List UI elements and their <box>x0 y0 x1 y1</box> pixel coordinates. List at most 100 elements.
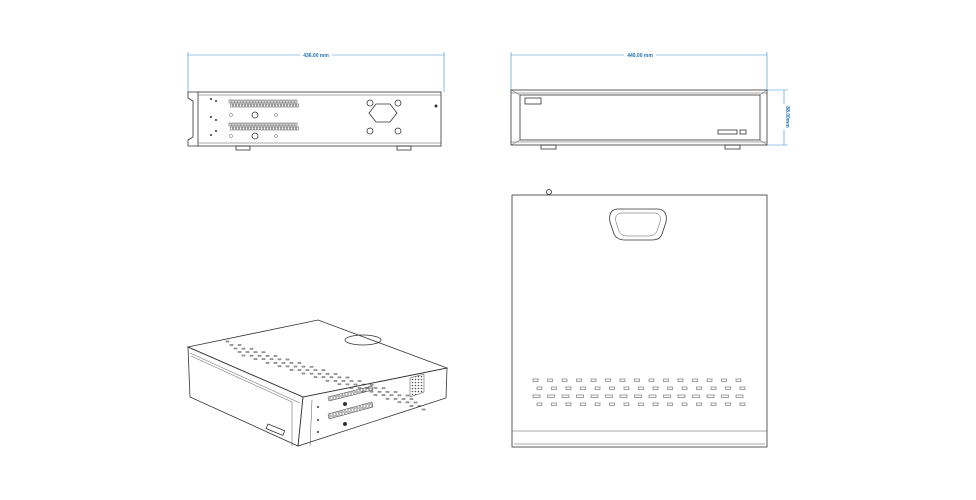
vent-slot <box>333 373 338 375</box>
vent-slot <box>677 394 686 398</box>
vent-slot <box>273 355 278 357</box>
vent-slot <box>255 99 259 104</box>
vent-slot <box>357 380 362 382</box>
vent-slot <box>264 99 268 104</box>
vent-slot <box>409 405 414 407</box>
vent-slot <box>229 344 234 346</box>
vent-slot <box>381 394 386 396</box>
vent-slot <box>590 394 599 398</box>
vent-slot <box>287 103 290 108</box>
vent-slot <box>361 383 366 386</box>
vent-slot <box>638 402 644 406</box>
vent-slot <box>605 394 613 398</box>
vent-slot <box>281 362 286 364</box>
rack-bracket <box>187 91 198 147</box>
vent-slot <box>282 99 286 104</box>
vent-slot <box>249 122 253 127</box>
vent-slot <box>261 99 265 104</box>
vent-slot <box>231 99 235 104</box>
vent-slot <box>291 122 295 127</box>
vent-slot <box>385 397 390 400</box>
vent-slot <box>739 402 746 406</box>
vent-slot <box>251 126 254 131</box>
vent-slot <box>317 372 322 375</box>
vent-slot <box>279 122 283 127</box>
vent-slot <box>240 122 244 127</box>
vent-slot <box>609 402 615 406</box>
vent-slot <box>551 402 557 406</box>
vent-slot <box>609 386 615 390</box>
vent-slot <box>276 99 280 104</box>
vent-slot <box>233 103 236 108</box>
vent-slot <box>393 398 398 400</box>
vent-slot <box>260 103 263 108</box>
vent-slot <box>258 122 262 127</box>
vent-slot <box>721 394 729 398</box>
vent-slot <box>273 99 277 104</box>
iso-top-vents <box>225 340 426 411</box>
vent-slot <box>257 126 260 131</box>
vent-slot <box>233 347 238 350</box>
vent-slot <box>228 99 232 104</box>
foot <box>724 144 741 150</box>
vent-slot <box>389 394 394 397</box>
vent-slot <box>536 386 543 390</box>
vent-slot <box>576 378 582 382</box>
logo-plate <box>524 97 542 105</box>
vent-slot <box>373 387 378 389</box>
vent-slot <box>288 122 292 127</box>
vent-slot <box>252 99 256 104</box>
vent-slot <box>252 122 256 127</box>
vent-slot <box>289 369 294 371</box>
foot <box>540 144 557 150</box>
vent-slot <box>565 386 572 390</box>
vent-slot <box>619 378 626 382</box>
vent-slot <box>242 126 245 131</box>
vent-slot <box>228 122 232 127</box>
iso-side-face <box>297 367 448 447</box>
vent-slot <box>290 103 293 108</box>
vent-slot <box>623 386 630 390</box>
vent-slot <box>276 122 280 127</box>
vent-slot <box>243 122 247 127</box>
vent-slot <box>393 391 398 393</box>
vent-slot <box>663 378 669 382</box>
vent-slot <box>269 126 272 131</box>
vent-slot <box>321 376 326 378</box>
vent-slot <box>619 394 628 398</box>
front-width-label: 440.00 mm <box>627 53 653 59</box>
side-vent-slots <box>228 99 299 131</box>
front-width-dimension: 440.00 mm <box>510 51 768 90</box>
vent-slot <box>290 126 293 131</box>
vent-slot <box>663 394 671 398</box>
vent-slot <box>265 355 270 357</box>
vent-slot <box>739 386 746 390</box>
vent-slot <box>254 126 257 131</box>
vent-slot <box>667 402 673 406</box>
vent-slot <box>234 99 238 104</box>
vent-slot <box>288 99 292 104</box>
vent-slot <box>325 373 330 375</box>
vent-slot <box>245 103 248 108</box>
vent-slot <box>291 99 295 104</box>
power-button[interactable] <box>739 129 747 135</box>
vent-slot <box>547 394 555 398</box>
front-view: 440.00 mm 88.00mm <box>510 51 790 150</box>
vent-slot <box>243 99 247 104</box>
vent-slot <box>241 347 246 350</box>
vent-slot <box>561 394 570 398</box>
vent-slot <box>284 103 287 108</box>
iso-side-vent <box>327 385 374 402</box>
vent-slot <box>236 126 239 131</box>
vent-slot <box>590 378 597 382</box>
vent-slot <box>270 99 274 104</box>
vent-slot <box>401 398 406 400</box>
vent-slot <box>249 354 254 357</box>
vent-slot <box>278 126 281 131</box>
vent-slot <box>409 398 414 400</box>
vent-slot <box>233 126 236 131</box>
vent-slot <box>254 103 257 108</box>
front-height-dimension: 88.00mm <box>767 89 790 146</box>
vent-slot <box>267 122 271 127</box>
